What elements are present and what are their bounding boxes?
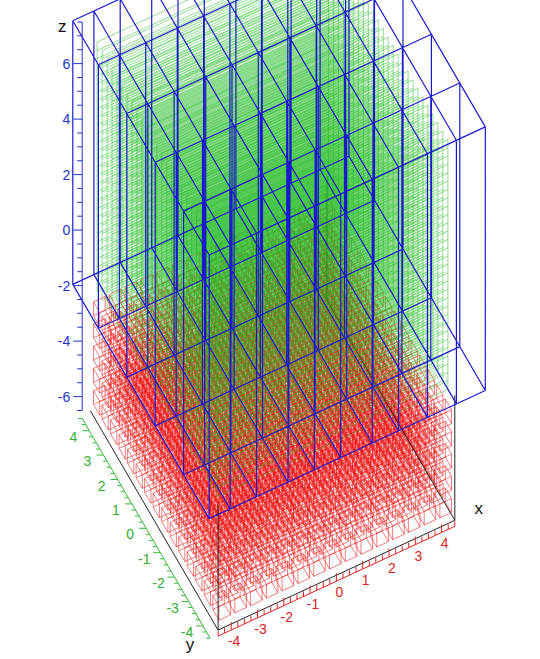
blue-columns <box>73 0 486 519</box>
tick-label: 1 <box>112 503 120 517</box>
tick-label: 2 <box>388 561 396 575</box>
tick-label: -2 <box>58 279 70 293</box>
tick-label: -2 <box>152 576 164 590</box>
tick-label: 0 <box>126 527 134 541</box>
tick-label: -6 <box>58 390 70 404</box>
tick-label: 3 <box>414 549 422 563</box>
tick-label: 4 <box>62 112 70 126</box>
tick-label: 3 <box>84 454 92 468</box>
tick-label: 6 <box>62 57 70 71</box>
tick-label: 2 <box>62 168 70 182</box>
tick-label: -1 <box>138 552 150 566</box>
axis-title: x <box>475 500 484 517</box>
tick-label: 2 <box>98 479 106 493</box>
tick-label: 0 <box>335 585 343 599</box>
tick-label: -4 <box>58 334 70 348</box>
tick-label: 4 <box>441 536 449 550</box>
tick-label: 0 <box>62 223 70 237</box>
axis-title: y <box>186 636 195 653</box>
tick-label: -3 <box>254 622 266 636</box>
tick-label: -1 <box>307 597 319 611</box>
tick-label: 4 <box>69 430 77 444</box>
x-axis <box>218 521 455 636</box>
tick-label: -3 <box>166 601 178 615</box>
tick-label: 1 <box>362 573 370 587</box>
z-axis <box>73 22 82 411</box>
tick-label: -2 <box>281 610 293 624</box>
axis-title: z <box>58 18 67 35</box>
tick-label: -4 <box>228 634 240 648</box>
y-axis <box>78 419 210 639</box>
